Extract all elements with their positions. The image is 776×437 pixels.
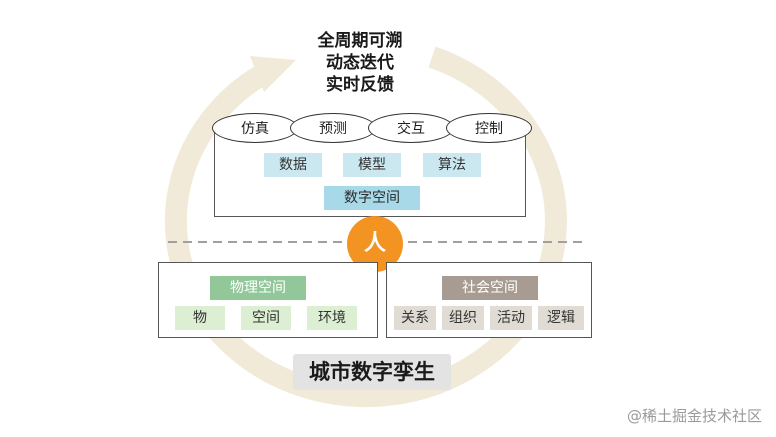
- chip-organization: 组织: [442, 306, 484, 330]
- chip-space: 空间: [241, 306, 291, 330]
- cycle-ring-arc: [164, 46, 567, 408]
- chip-model: 模型: [343, 153, 401, 177]
- chip-logic: 逻辑: [538, 306, 584, 330]
- tagline-line-3: 实时反馈: [326, 75, 394, 95]
- chip-object: 物: [175, 306, 225, 330]
- chip-relation: 关系: [394, 306, 436, 330]
- oval-interaction: 交互: [368, 113, 454, 143]
- chip-environment: 环境: [307, 306, 357, 330]
- chip-algorithm: 算法: [423, 153, 481, 177]
- oval-prediction: 预测: [290, 113, 376, 143]
- social-space-title: 社会空间: [442, 276, 538, 300]
- chip-activity: 活动: [490, 306, 532, 330]
- tagline-line-2: 动态迭代: [326, 53, 394, 73]
- diagram-title: 城市数字孪生: [293, 354, 451, 390]
- tagline-line-1: 全周期可溯: [317, 31, 403, 51]
- digital-space-title: 数字空间: [324, 186, 420, 210]
- watermark-text: @稀土掘金技术社区: [626, 407, 762, 425]
- chip-data: 数据: [264, 153, 322, 177]
- cycle-arrow-head: [250, 56, 296, 92]
- oval-control: 控制: [446, 113, 532, 143]
- oval-simulation: 仿真: [212, 113, 298, 143]
- physical-space-title: 物理空间: [210, 276, 306, 300]
